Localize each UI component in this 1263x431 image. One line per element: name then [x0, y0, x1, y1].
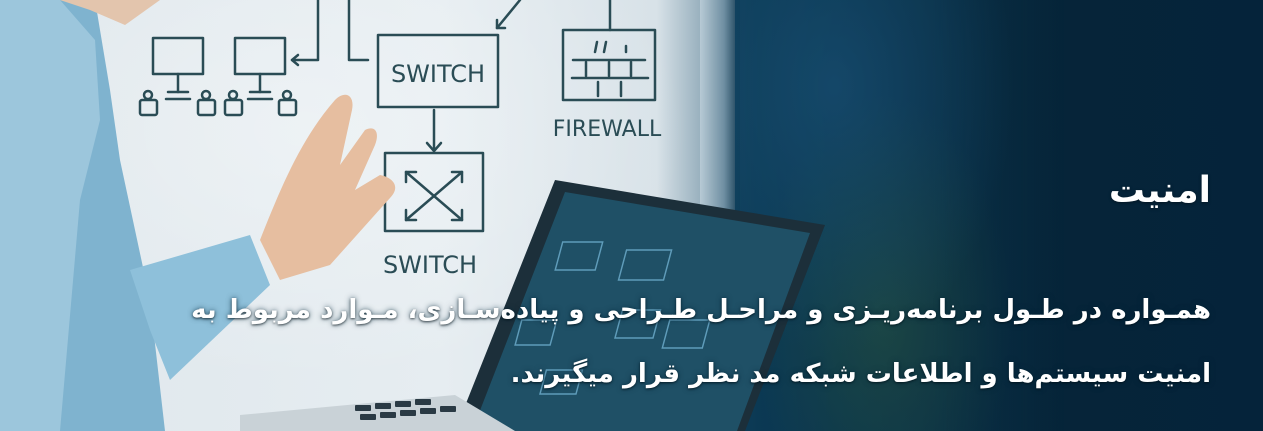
switch-label: SWITCH [391, 60, 485, 88]
switch-box [376, 33, 500, 109]
server-rack-background [735, 0, 1065, 431]
firewall-box [561, 28, 657, 102]
switch-label: SWITCH [383, 251, 477, 279]
user-icon [223, 89, 244, 117]
user-icon [277, 89, 298, 117]
section-title: امنیت [1108, 170, 1211, 211]
section-description: همـواره در طـول برنامه‌ریـزی و مراحـل طـ… [191, 295, 1211, 389]
hand-photo [260, 94, 396, 280]
computer-icon [233, 36, 287, 101]
user-icon [138, 89, 159, 117]
firewall-label: FIREWALL [553, 117, 662, 142]
banner-content: امنیت همـواره در طـول برنامه‌ریـزی و مرا… [191, 0, 1211, 431]
person-photo [0, 0, 270, 431]
laptop-photo [240, 180, 825, 431]
user-icon [196, 89, 217, 117]
computer-icon [151, 36, 205, 101]
